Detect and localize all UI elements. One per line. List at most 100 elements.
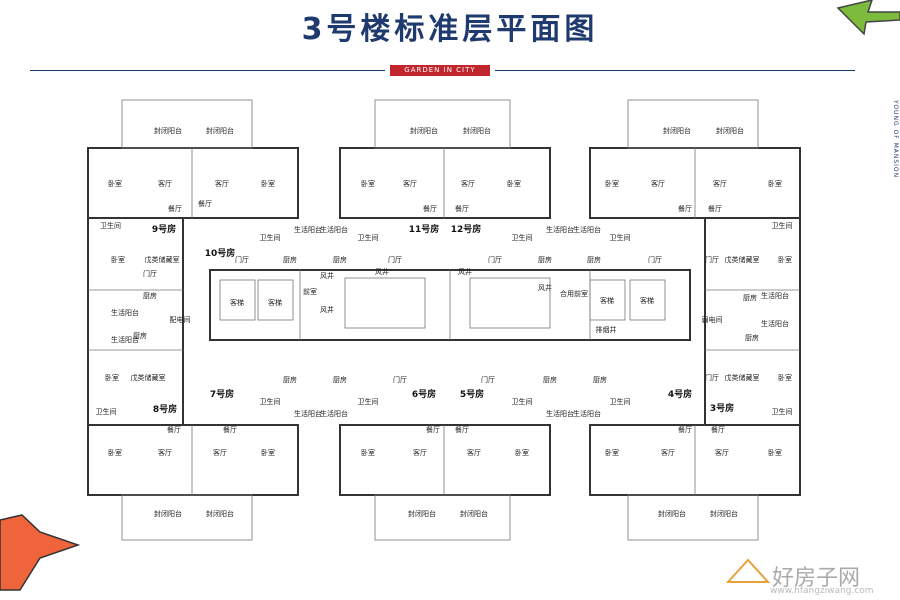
label-bedroom: 卧室 <box>361 179 375 188</box>
label-living-balcony: 生活阳台 <box>573 225 601 234</box>
label-kitchen: 厨房 <box>743 293 757 302</box>
label-living-balcony: 生活阳台 <box>761 291 789 300</box>
label-living-balcony: 生活阳台 <box>111 308 139 317</box>
label-entrance: 门厅 <box>235 255 249 264</box>
label-dining: 餐厅 <box>678 204 692 213</box>
label-shaft: 风井 <box>538 283 552 292</box>
side-vertical-text: YOUNG OF MANSION <box>892 100 899 179</box>
label-living: 客厅 <box>461 179 475 188</box>
label-balcony: 封闭阳台 <box>410 126 438 135</box>
garden-badge: GARDEN IN CITY <box>390 65 490 76</box>
label-storage: 戊类储藏室 <box>725 255 760 264</box>
orange-arrow-icon <box>0 514 81 591</box>
label-kitchen: 厨房 <box>143 291 157 300</box>
label-bathroom: 卫生间 <box>100 221 121 230</box>
label-kitchen: 厨房 <box>283 375 297 384</box>
label-living-balcony: 生活阳台 <box>294 409 322 418</box>
label-balcony: 封闭阳台 <box>658 509 686 518</box>
label-living-balcony: 生活阳台 <box>546 409 574 418</box>
unit-number: 8号房 <box>153 403 177 415</box>
label-dining: 餐厅 <box>426 425 440 434</box>
label-bedroom: 卧室 <box>768 448 782 457</box>
label-bedroom: 卧室 <box>768 179 782 188</box>
label-dining: 餐厅 <box>168 204 182 213</box>
label-bathroom: 卫生间 <box>358 397 379 406</box>
label-kitchen: 厨房 <box>745 333 759 342</box>
label-entrance: 门厅 <box>388 255 402 264</box>
label-bedroom: 卧室 <box>778 373 792 382</box>
unit-number: 9号房 <box>152 223 176 235</box>
label-balcony: 封闭阳台 <box>408 509 436 518</box>
label-bedroom: 卧室 <box>108 448 122 457</box>
label-living-balcony: 生活阳台 <box>294 225 322 234</box>
label-living: 客厅 <box>413 448 427 457</box>
label-bedroom: 卧室 <box>507 179 521 188</box>
label-living-balcony: 生活阳台 <box>111 335 139 344</box>
unit-number: 7号房 <box>210 388 234 400</box>
label-balcony: 封闭阳台 <box>710 509 738 518</box>
label-living-balcony: 生活阳台 <box>546 225 574 234</box>
label-bathroom: 卫生间 <box>512 233 533 242</box>
label-shaft: 风井 <box>320 305 334 314</box>
label-dining: 餐厅 <box>708 204 722 213</box>
label-bathroom: 卫生间 <box>260 233 281 242</box>
unit-number: 4号房 <box>668 388 692 400</box>
label-bathroom: 卫生间 <box>260 397 281 406</box>
label-dining: 餐厅 <box>167 425 181 434</box>
label-entrance: 门厅 <box>143 269 157 278</box>
unit-number: 3号房 <box>710 402 734 414</box>
label-bedroom: 卧室 <box>605 448 619 457</box>
label-elevator: 客梯 <box>268 298 282 307</box>
label-bedroom: 卧室 <box>261 448 275 457</box>
label-shared-front: 合用前室 <box>560 289 588 298</box>
watermark-text: 好房子网 <box>772 566 861 591</box>
label-bathroom: 卫生间 <box>772 407 793 416</box>
label-bedroom: 卧室 <box>361 448 375 457</box>
label-living-balcony: 生活阳台 <box>761 319 789 328</box>
unit-number: 6号房 <box>412 388 436 400</box>
watermark-url: www.hfangziwang.com <box>770 586 874 596</box>
label-weak-power: 弱电间 <box>702 315 723 324</box>
unit-number: 12号房 <box>451 223 482 235</box>
label-balcony: 封闭阳台 <box>663 126 691 135</box>
label-entrance: 门厅 <box>705 373 719 382</box>
label-kitchen: 厨房 <box>283 255 297 264</box>
label-living-balcony: 生活阳台 <box>320 225 348 234</box>
label-dining: 餐厅 <box>223 425 237 434</box>
label-kitchen: 厨房 <box>543 375 557 384</box>
label-bedroom: 卧室 <box>515 448 529 457</box>
label-balcony: 封闭阳台 <box>154 126 182 135</box>
label-shaft: 风井 <box>458 267 472 276</box>
label-bedroom: 卧室 <box>111 255 125 264</box>
label-living-balcony: 生活阳台 <box>573 409 601 418</box>
label-dining: 餐厅 <box>455 425 469 434</box>
label-bathroom: 卫生间 <box>610 233 631 242</box>
label-bedroom: 卧室 <box>108 179 122 188</box>
label-entrance: 门厅 <box>648 255 662 264</box>
label-bathroom: 卫生间 <box>358 233 379 242</box>
unit-number: 5号房 <box>460 388 484 400</box>
label-dining: 餐厅 <box>198 199 212 208</box>
label-storage: 戊类储藏室 <box>725 373 760 382</box>
label-storage: 戊类储藏室 <box>131 373 166 382</box>
wall-left-service <box>87 217 184 426</box>
label-dining: 餐厅 <box>423 204 437 213</box>
label-living: 客厅 <box>158 179 172 188</box>
page-title: 3号楼标准层平面图 <box>301 12 599 47</box>
label-dining: 餐厅 <box>455 204 469 213</box>
label-elevator: 客梯 <box>640 296 654 305</box>
label-dining: 餐厅 <box>711 425 725 434</box>
label-elevator: 客梯 <box>230 298 244 307</box>
label-kitchen: 厨房 <box>587 255 601 264</box>
label-entrance: 门厅 <box>481 375 495 384</box>
header-rule-right <box>495 70 855 71</box>
label-balcony: 封闭阳台 <box>154 509 182 518</box>
label-kitchen: 厨房 <box>333 375 347 384</box>
label-front-room: 前室 <box>303 287 317 296</box>
label-kitchen: 厨房 <box>593 375 607 384</box>
label-kitchen: 厨房 <box>538 255 552 264</box>
label-living: 客厅 <box>715 448 729 457</box>
label-shaft: 风井 <box>320 271 334 280</box>
wall-block-bottom-left <box>87 424 299 496</box>
header-rule-left <box>30 70 385 71</box>
